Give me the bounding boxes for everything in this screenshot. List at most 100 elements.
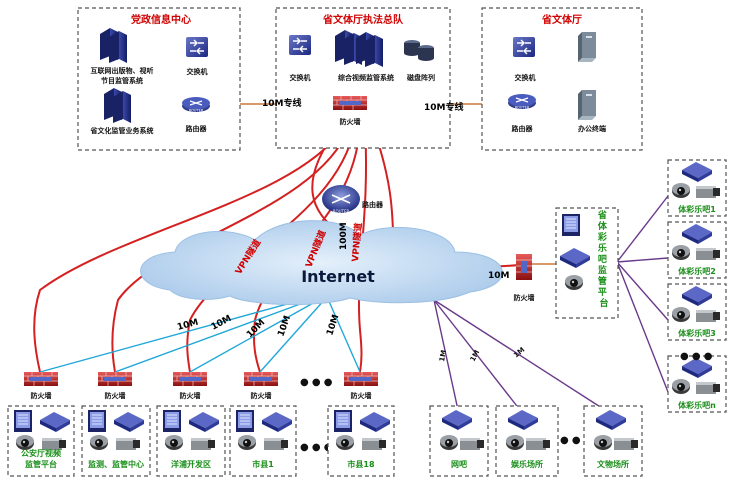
law-item-2: 综合视频监管系统 — [338, 73, 394, 82]
group-lottery-platform: 省 体 彩 乐 吧 监 管 平 台 — [555, 207, 619, 319]
router-icon — [507, 93, 537, 111]
camera-icon — [594, 435, 612, 450]
link-left-label: 10M专线 — [262, 97, 301, 109]
site-5: 市县18 — [327, 405, 395, 477]
lottery-bar-4: 体彩乐吧n — [667, 355, 727, 413]
bottom-firewall-1: 防火墙 — [23, 371, 59, 400]
internet-cloud: Internet — [140, 220, 503, 306]
bottom-firewall-label: 防火墙 — [251, 391, 272, 400]
site-6: 网吧 — [429, 405, 489, 477]
site-8: 文物场所 — [583, 405, 643, 477]
group-law-team: 省文体厅执法总队 交换机 综合视频监管系统 磁盘阵列 防火墙 — [275, 7, 451, 149]
law-item-1: 交换机 — [290, 73, 311, 82]
bottom-firewalls: 防火墙防火墙防火墙防火墙防火墙 — [23, 371, 379, 400]
firewall-icon — [172, 371, 208, 387]
site-label: 洋浦开发区 — [171, 459, 211, 469]
site-7: 娱乐场所 — [495, 405, 559, 477]
party-item-1: 互联网出版物、视听 — [91, 66, 154, 75]
blue-10m-lines — [39, 294, 361, 373]
site-3: 洋浦开发区 — [156, 405, 226, 477]
group-party-center: 党政信息中心 互联网出版物、视听 节目监管系统 交换机 省文化监管业务系统 路由… — [77, 7, 241, 151]
dept-item-3: 办公终端 — [578, 124, 606, 133]
site-label: 文物场所 — [597, 459, 629, 469]
vpn-line-1 — [33, 124, 346, 373]
bottom-10m-label-4: 10M — [276, 314, 293, 338]
party-item-4: 省文化监管业务系统 — [90, 126, 154, 135]
camera-icon — [506, 435, 524, 450]
monitor-icon — [561, 213, 581, 237]
camera-icon — [90, 435, 108, 450]
site-2: 监测、监管中心 — [81, 405, 151, 477]
monitor-icon — [13, 409, 33, 433]
law-team-title: 省文体厅执法总队 — [322, 13, 404, 26]
bottom-firewall-3: 防火墙 — [172, 371, 208, 400]
site-label-line-1: 公安厅视频 — [21, 448, 61, 458]
firewall-icon — [343, 371, 379, 387]
center-router: ROUTER — [322, 185, 360, 214]
site-label: 市县18 — [347, 459, 375, 469]
site-label: 娱乐场所 — [511, 459, 543, 469]
camera-icon — [336, 435, 354, 450]
pc-icon — [578, 32, 596, 62]
camera-icon — [672, 307, 690, 322]
firewall-icon — [97, 371, 133, 387]
purple-1m-lines — [433, 195, 669, 411]
internet-label: Internet — [301, 267, 375, 286]
site-label: 市县1 — [252, 459, 274, 469]
party-item-5: 路由器 — [186, 124, 208, 133]
pc-icon — [578, 90, 596, 120]
svg-text:ROUTER: ROUTER — [333, 209, 350, 214]
ellipsis-firewalls: ● ● ● — [300, 377, 333, 388]
camera-icon — [672, 379, 690, 394]
site-label: 监测、监管中心 — [88, 459, 144, 469]
bottom-1m-label-1: 1M — [438, 349, 448, 362]
bottom-10m-label-3: 10M — [245, 318, 267, 340]
site-label: 网吧 — [451, 460, 467, 469]
firewall-icon — [243, 371, 279, 387]
switch-icon — [185, 36, 209, 58]
switch-icon — [512, 36, 536, 58]
server-icon — [100, 28, 127, 63]
lottery-bar-3: 体彩乐吧3 — [667, 283, 727, 341]
lottery-bar-label: 体彩乐吧n — [678, 400, 716, 410]
link-lottery-label: 10M — [488, 271, 510, 281]
bottom-firewall-label: 防火墙 — [180, 391, 201, 400]
firewall-icon — [332, 95, 368, 111]
bottom-firewall-4: 防火墙 — [243, 371, 279, 400]
router-icon — [181, 96, 211, 114]
lottery-firewall — [516, 254, 532, 280]
lottery-platform-title: 省 体 彩 乐 吧 监 管 平 台 — [597, 209, 610, 309]
lottery-bar-label: 体彩乐吧2 — [678, 266, 716, 276]
camera-icon — [16, 435, 34, 450]
firewall-icon — [23, 371, 59, 387]
dept-item-1: 交换机 — [515, 73, 536, 82]
party-item-2: 节目监管系统 — [101, 76, 143, 85]
bottom-firewall-label: 防火墙 — [351, 391, 372, 400]
party-item-3: 交换机 — [187, 67, 208, 76]
dept-title: 省文体厅 — [541, 13, 582, 26]
law-item-3: 磁盘阵列 — [407, 73, 435, 82]
server-icon — [104, 88, 131, 123]
link-100m-label: 100M — [339, 222, 349, 250]
monitor-icon — [235, 409, 255, 433]
bottom-sites: 公安厅视频监管平台监测、监管中心 洋浦开发区 市县1 市县18 网吧 娱乐场所 文物场所 — [7, 405, 643, 477]
bottom-firewall-5: 防火墙 — [343, 371, 379, 400]
ellipsis-venues: ● ● ● — [560, 435, 593, 446]
bottom-firewall-label: 防火墙 — [105, 391, 126, 400]
camera-icon — [238, 435, 256, 450]
vpn-line-5 — [357, 124, 368, 373]
center-router-label: 路由器 — [362, 200, 384, 209]
law-item-4: 防火墙 — [340, 117, 361, 126]
ellipsis-sites: ● ● ● — [300, 442, 333, 453]
camera-icon — [672, 245, 690, 260]
monitor-icon — [87, 409, 107, 433]
dept-item-2: 路由器 — [512, 124, 534, 133]
lottery-bar-2: 体彩乐吧2 — [667, 221, 727, 279]
site-4: 市县1 — [229, 405, 297, 477]
ellipsis-lottery: ● ● ● — [680, 351, 713, 362]
lottery-bar-label: 体彩乐吧3 — [678, 328, 716, 338]
